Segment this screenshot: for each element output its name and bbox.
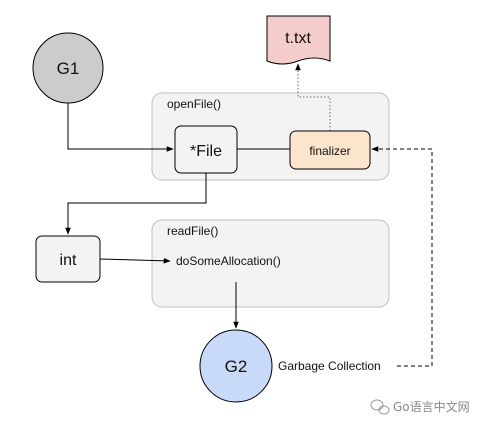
g1-node xyxy=(32,32,104,104)
edge-file-to-int xyxy=(65,173,207,235)
file-pointer-label: *File xyxy=(190,143,222,160)
edge-g1-to-file xyxy=(67,103,174,152)
g2-label: G2 xyxy=(225,357,248,376)
watermark-text: Go语言中文网 xyxy=(393,399,470,414)
garbage-collection-label: Garbage Collection xyxy=(278,359,381,373)
edge-int-to-allocation xyxy=(99,258,171,264)
open-file-label: openFile() xyxy=(167,97,221,111)
txt-file-label: t.txt xyxy=(285,30,311,47)
txt-file-node xyxy=(266,15,331,65)
file-pointer-node xyxy=(174,125,238,174)
edge-finalizer-to-txt xyxy=(295,63,331,131)
finalizer-label: finalizer xyxy=(309,144,350,158)
do-some-allocation-label: doSomeAllocation() xyxy=(176,254,281,268)
g2-node xyxy=(199,329,273,403)
read-file-group xyxy=(151,219,390,308)
wechat-icon xyxy=(370,399,390,415)
int-node xyxy=(35,235,101,283)
g1-label: G1 xyxy=(57,59,80,78)
read-file-label: readFile() xyxy=(167,224,218,238)
finalizer-node xyxy=(289,130,371,170)
edge-gc-to-finalizer xyxy=(371,146,433,367)
int-label: int xyxy=(60,252,77,269)
